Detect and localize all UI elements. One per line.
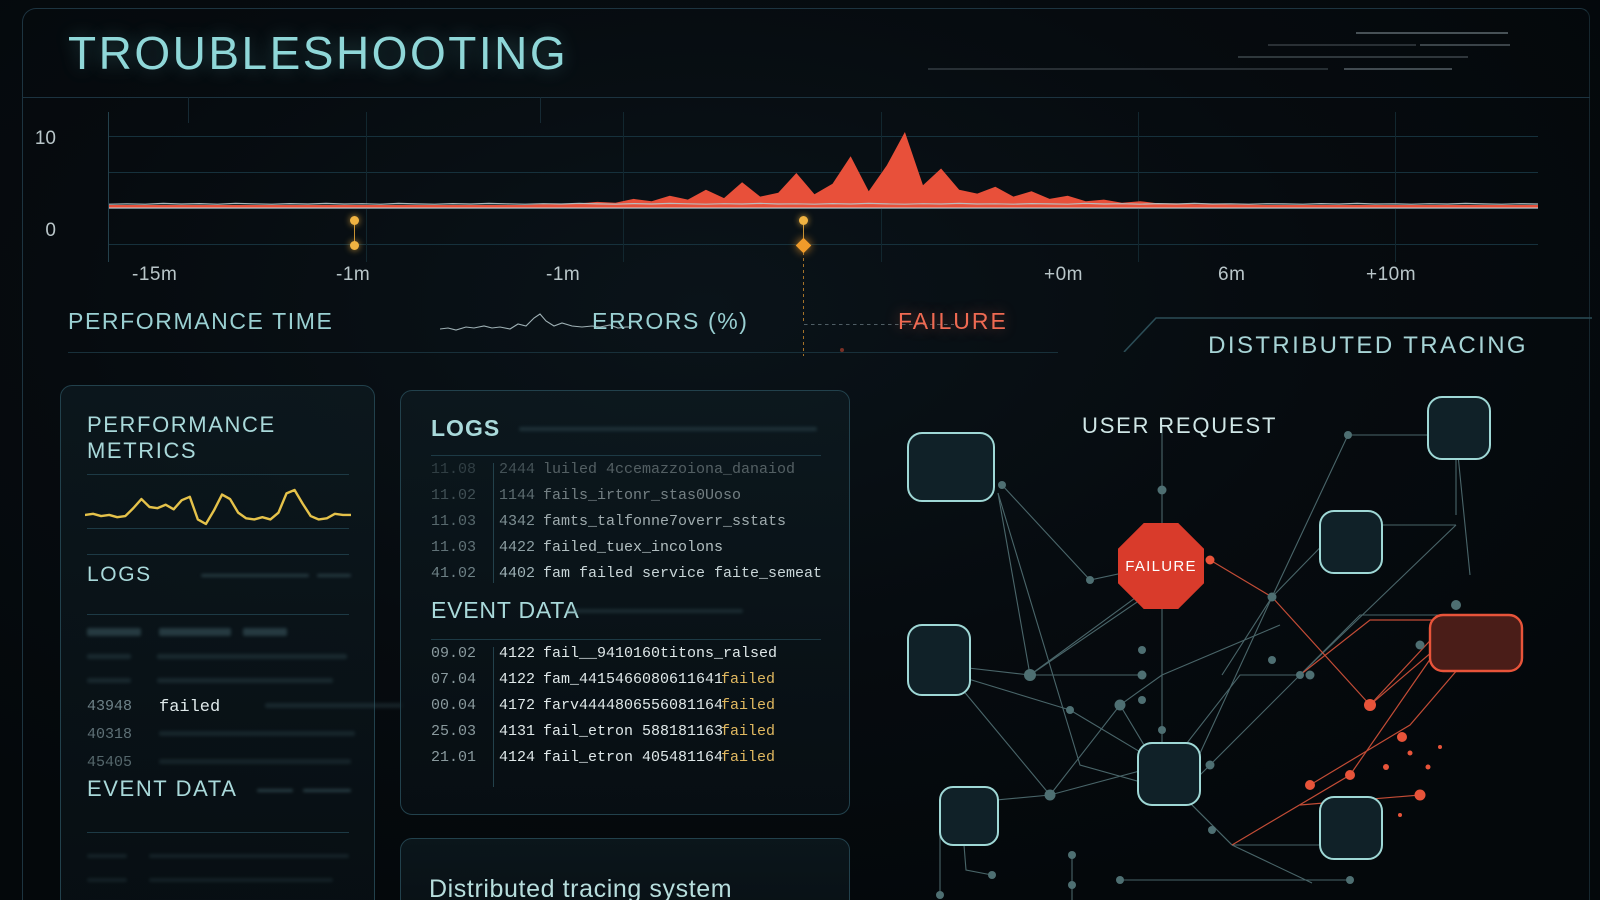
log-message: fail_etron 405481164 [543,749,724,766]
log-time: 21.01 [431,749,477,766]
failure-node[interactable]: FAILURE [1118,523,1204,609]
tracing-header-corner [1123,317,1592,352]
log-row[interactable]: 11.02 1144 fails_irtonr_stas0Uoso [431,487,831,513]
log-row[interactable]: 41.02 4402 fam failed service faite_semeat [431,565,831,591]
frame-tick [188,97,189,123]
log-message: fails_irtonr_stas0Uoso [543,487,742,504]
x-tick: -1m [546,264,581,285]
legend-connector [804,324,954,325]
log-code: 4122 [499,645,536,662]
log-message: fam_4415466080611641 [543,671,724,688]
cursor-marker-line [354,224,355,246]
log-status: failed [721,723,776,740]
legend-errors[interactable]: ERRORS (%) [592,308,749,334]
log-time: 09.02 [431,645,477,662]
x-tick: 6m [1218,264,1246,285]
cursor-marker-dot-bottom[interactable] [350,241,359,250]
log-row[interactable]: 11.03 4422 failed_tuex_incolons [431,539,831,565]
failure-node-label: FAILURE [1125,557,1197,575]
y-tick-top: 10 [34,128,56,149]
failure-dashed-line [803,252,804,322]
failure-marker-line [803,222,804,246]
event-row-list: 09.02 4122 fail__9410160titons_ralsed 07.04… [431,645,841,775]
log-time: 00.04 [431,697,477,714]
log-message: farv4444806556081164 [543,697,724,714]
log-message: fam failed service faite_semeat [543,565,823,582]
legend-divider [68,352,1058,353]
left-row-text: failed [159,698,221,717]
header-divider [22,97,1590,98]
chart-series-svg [109,132,1538,209]
log-code: 4122 [499,671,536,688]
log-code: 4172 [499,697,536,714]
chart-x-axis: -15m -1m -1m +0m 6m +10m [108,264,1528,290]
frame-tick [540,97,541,123]
trace-caption: Distributed tracing system [429,875,733,900]
header-decoration [928,22,1510,80]
x-tick: -15m [132,264,178,285]
log-message: fail_etron 588181163 [543,723,724,740]
x-tick: +0m [1044,264,1083,285]
left-row-code: 43948 [87,698,133,715]
log-code: 1144 [499,487,536,504]
left-metrics-panel: PERFORMANCE METRICS LOGS 43948 failed 40… [60,385,403,900]
left-row-code: 45405 [87,754,133,771]
log-time: 25.03 [431,723,477,740]
performance-metrics-heading: PERFORMANCE METRICS [87,412,276,463]
log-time: 41.02 [431,565,477,582]
error-rate-chart[interactable]: 10 0 [35,112,1538,262]
log-time: 11.02 [431,487,477,504]
log-status: failed [721,697,776,714]
cursor-marker-dot-top[interactable] [350,216,359,225]
metrics-sparkline [85,488,351,526]
log-time: 07.04 [431,671,477,688]
log-code: 4422 [499,539,536,556]
legend-performance-time[interactable]: PERFORMANCE TIME [68,308,334,334]
log-time: 11.03 [431,513,477,530]
log-message: luiled 4ccemazzoiona_danaiod [543,461,796,478]
x-tick: +10m [1366,264,1417,285]
page-title: TROUBLESHOOTING [68,27,569,79]
log-message: failed_tuex_incolons [543,539,724,556]
legend-sparkline [440,313,632,331]
log-status: failed [721,749,776,766]
log-time: 11.03 [431,539,477,556]
log-code: 4124 [499,749,536,766]
y-tick-bottom: 0 [45,220,56,241]
tracing-section-title: DISTRIBUTED TRACING [1208,332,1528,359]
log-row[interactable]: 11.03 4342 famts_talfonne7overr_sstats [431,513,831,539]
x-tick: -1m [336,264,371,285]
left-event-data-heading: EVENT DATA [87,776,238,801]
log-row[interactable]: 11.08 2444 luiled 4ccemazzoiona_danaiod [431,461,831,487]
log-message: famts_talfonne7overr_sstats [543,513,787,530]
log-code: 2444 [499,461,536,478]
chart-legend: PERFORMANCE TIME ERRORS (%) FAILURE [68,305,1068,347]
failure-marker-dot[interactable] [799,216,808,225]
log-code: 4342 [499,513,536,530]
chart-plot-area [108,112,1538,262]
log-code: 4402 [499,565,536,582]
legend-failure[interactable]: FAILURE [898,308,1008,334]
failure-dashed-line-lower [803,330,804,356]
user-request-label: USER REQUEST [1082,413,1278,438]
left-logs-heading: LOGS [87,563,152,586]
logs-panel: LOGS 11.08 2444 luiled 4ccemazzoiona_danai… [400,390,850,815]
log-status: failed [721,671,776,688]
distributed-tracing-graph[interactable] [880,375,1580,900]
log-code: 4131 [499,723,536,740]
logs-heading: LOGS [431,415,501,441]
log-message: fail__9410160titons_ralsed [543,645,778,662]
legend-dot [840,348,844,352]
event-data-heading: EVENT DATA [431,597,580,623]
log-row[interactable]: 09.02 4122 fail__9410160titons_ralsed [431,645,841,671]
log-time: 11.08 [431,461,477,478]
trace-caption-panel: Distributed tracing system [400,838,850,900]
left-row-code: 40318 [87,726,133,743]
